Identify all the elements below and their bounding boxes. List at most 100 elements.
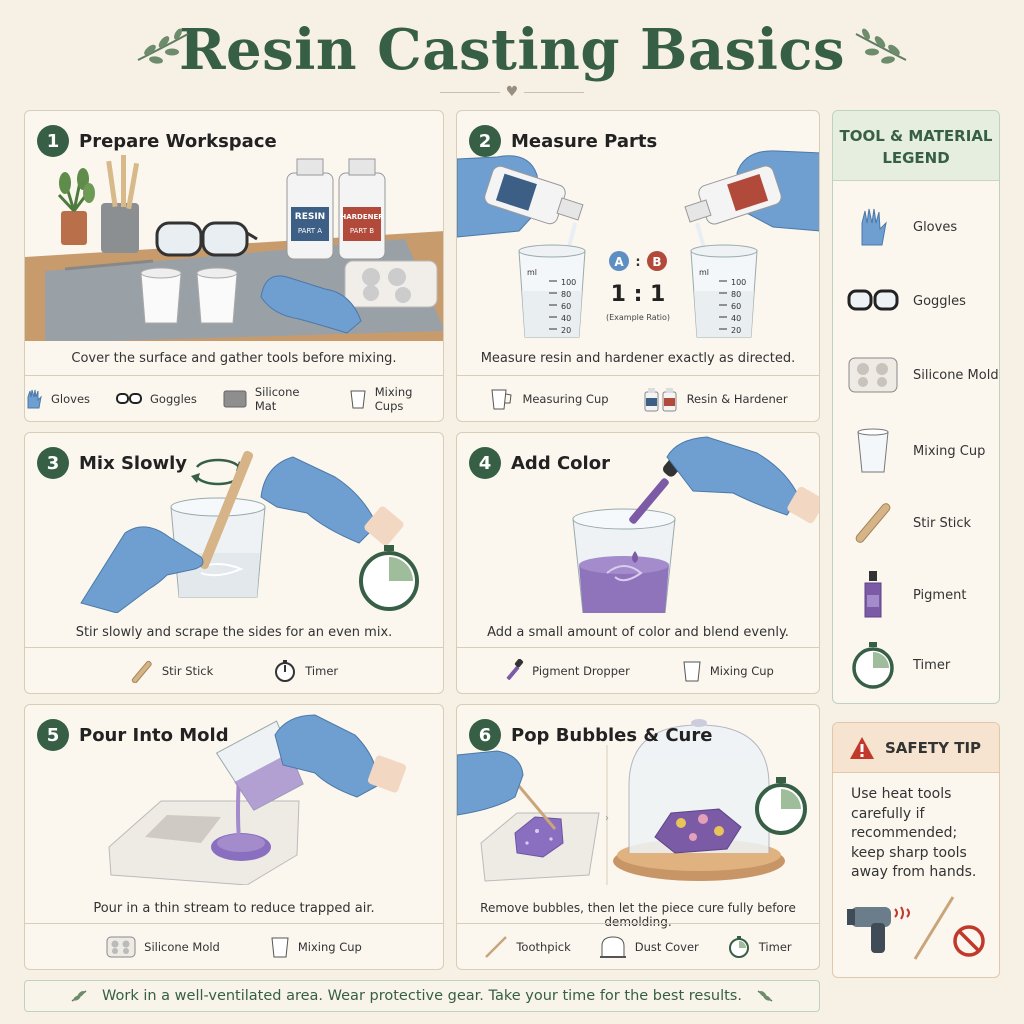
part-a-label: PART A [298,227,322,235]
title-divider [440,92,500,93]
pouring-illustration [108,714,407,885]
tool-mixing-cup: Mixing Cup [682,659,774,683]
step-number-badge: 3 [37,447,69,479]
workspace-illustration: RESIN PART A HARDENER PART B [25,155,443,341]
step-number-badge: 4 [469,447,501,479]
tool-timer: Timer [273,659,338,683]
step-card-pour-into-mold: 5 Pour Into Mold Pour in a thin stream t… [24,704,444,970]
safety-text: Use heat tools carefully if recommended;… [851,786,977,880]
tools-row: Measuring Cup Resin & Hardener [457,375,819,421]
ratio-b-badge: B [652,255,661,269]
tool-measuring-cup: Measuring Cup [488,387,609,411]
legend-item-goggles: Goggles [833,271,999,331]
step-caption: Stir slowly and scrape the sides for an … [75,625,393,640]
step-title: Measure Parts [511,130,658,152]
step-caption: Cover the surface and gather tools befor… [71,351,397,366]
measuring-illustration: ml 100 80 60 40 20 ml 100 80 60 40 20 A … [457,150,819,338]
cup-mark: 40 [731,314,741,323]
step-header: 4 Add Color [469,445,610,481]
step-number-badge: 5 [37,719,69,751]
timer-icon [852,642,894,689]
title-divider [524,92,584,93]
mixing-cup-icon [683,661,701,681]
prohibited-icon [953,925,985,957]
tool-mixing-cup: Mixing Cup [270,935,362,959]
tool-resin-hardener: Resin & Hardener [643,386,788,412]
tool-mixing-cups: Mixing Cups [349,385,443,413]
svg-text:›: › [605,813,609,824]
step-caption: Remove bubbles, then let the piece cure … [480,901,796,929]
tool-gloves: Gloves [25,388,90,410]
tools-row: Gloves Goggles Silicone Mat Mixing Cups [25,375,443,421]
step-header: 6 Pop Bubbles & Cure [469,717,712,753]
step-number-badge: 6 [469,719,501,751]
curing-illustration: › [457,719,807,885]
step-card-prepare-workspace: RESIN PART A HARDENER PART B 1 Prepare W… [24,110,444,422]
warning-icon [850,736,874,759]
ratio-value: 1 : 1 [611,282,666,307]
cup-mark: 100 [731,278,746,287]
tool-timer: Timer [727,935,792,959]
page-title: Resin Casting Basics [178,17,846,83]
tool-dust-cover: Dust Cover [599,935,699,959]
stir-stick-icon [131,660,152,683]
measuring-cup-icon [491,389,512,409]
cup-unit-left: ml [527,268,537,277]
legend-item-timer: Timer [833,635,999,695]
silicone-mat-icon [223,390,247,407]
mixing-cup-icon [857,428,889,473]
dust-cover-icon [599,935,626,958]
step-title: Mix Slowly [79,452,187,474]
leaf-sprig-icon [137,28,189,64]
resin-bottle-label: RESIN [295,212,325,222]
legend-item-stir-stick: Stir Stick [833,493,999,553]
mixing-illustration [80,450,419,613]
goggles-icon [847,289,899,311]
legend-item-silicone-mold: Silicone Mold [833,345,999,405]
step-number-badge: 2 [469,125,501,157]
tool-silicone-mold: Silicone Mold [106,936,220,958]
resin-hardener-bottles-icon [644,387,677,411]
cup-mark: 80 [731,290,741,299]
tool-material-legend: TOOL & MATERIAL LEGEND Gloves Goggles Si… [832,110,1000,704]
leaf-icon [71,990,87,1002]
step-title: Pour Into Mold [79,724,229,746]
glove-icon [861,208,887,246]
step-header: 5 Pour Into Mold [37,717,229,753]
tools-row: Pigment Dropper Mixing Cup [457,647,819,693]
pigment-bottle-icon [864,571,882,618]
step-header: 1 Prepare Workspace [37,123,277,159]
safety-header: SAFETY TIP [833,723,999,773]
tool-goggles: Goggles [116,392,197,406]
tools-row: Silicone Mold Mixing Cup [25,923,443,969]
step-card-mix-slowly: 3 Mix Slowly Stir slowly and scrape the … [24,432,444,694]
step-title: Prepare Workspace [79,130,277,152]
step-header: 2 Measure Parts [469,123,657,159]
timer-icon [275,659,296,682]
step-caption: Measure resin and hardener exactly as di… [480,351,796,366]
step-card-add-color: 4 Add Color Add a small amount of color … [456,432,820,694]
step-title: Add Color [511,452,610,474]
sharp-tool-icon [913,896,955,960]
step-title: Pop Bubbles & Cure [511,724,713,746]
page-header: Resin Casting Basics [0,12,1024,102]
heart-icon: ♥ [505,84,519,100]
ratio-note: (Example Ratio) [606,313,670,322]
pigment-dropper-icon [506,658,524,680]
leaf-icon [757,990,773,1002]
coloring-illustration [572,436,819,613]
leaf-sprig-icon [855,28,907,64]
heat-gun-icon [847,906,910,953]
cup-mark: 40 [561,314,571,323]
timer-icon [728,935,749,958]
cup-mark: 100 [561,278,576,287]
tool-silicone-mat: Silicone Mat [223,385,323,413]
step-header: 3 Mix Slowly [37,445,187,481]
silicone-mold-icon [106,936,136,957]
ratio-badge-separator: : [635,255,640,270]
goggles-icon [116,392,143,404]
toothpick-icon [485,935,508,958]
step-card-measure-parts: ml 100 80 60 40 20 ml 100 80 60 40 20 A … [456,110,820,422]
cup-mark: 60 [731,302,741,311]
mixing-cup-icon [271,937,289,957]
